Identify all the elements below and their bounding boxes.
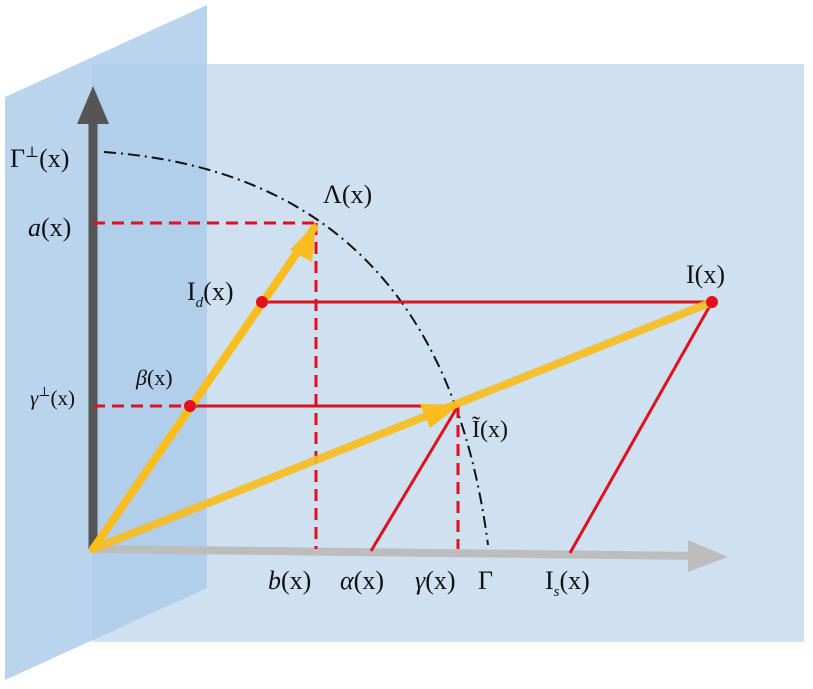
label-gamma-perp-big: Γ⊥(x) xyxy=(10,144,69,173)
side-plane xyxy=(5,5,207,680)
alpha-line xyxy=(369,405,460,552)
id-point xyxy=(256,296,268,308)
itilde-arrowhead xyxy=(420,404,460,428)
lambda-vector xyxy=(89,224,318,553)
label-i: I(x) xyxy=(686,260,725,289)
gamma-arc xyxy=(103,151,489,546)
x-axis-arrowhead xyxy=(688,540,728,572)
i-vector xyxy=(89,298,716,553)
label-beta: β(x) xyxy=(135,365,173,390)
is-line xyxy=(568,301,714,554)
lambda-arrowhead xyxy=(290,223,316,262)
label-alpha: α(x) xyxy=(340,566,384,595)
back-plane xyxy=(92,64,804,642)
label-gamma-perp-small: γ⊥(x) xyxy=(30,384,75,410)
x-axis xyxy=(91,545,701,560)
label-gamma-big: Γ xyxy=(478,566,493,595)
label-is: Is(x) xyxy=(545,566,590,600)
beta-point xyxy=(184,400,196,412)
label-id: Id(x) xyxy=(187,277,234,311)
i-point xyxy=(706,296,718,308)
label-gamma: γ(x) xyxy=(415,566,456,595)
y-axis-arrowhead xyxy=(77,86,109,124)
label-i-tilde: Ĩ(x) xyxy=(472,417,508,443)
label-lambda: Λ(x) xyxy=(323,180,372,209)
label-b: b(x) xyxy=(268,566,311,595)
label-a: a(x) xyxy=(28,213,71,242)
